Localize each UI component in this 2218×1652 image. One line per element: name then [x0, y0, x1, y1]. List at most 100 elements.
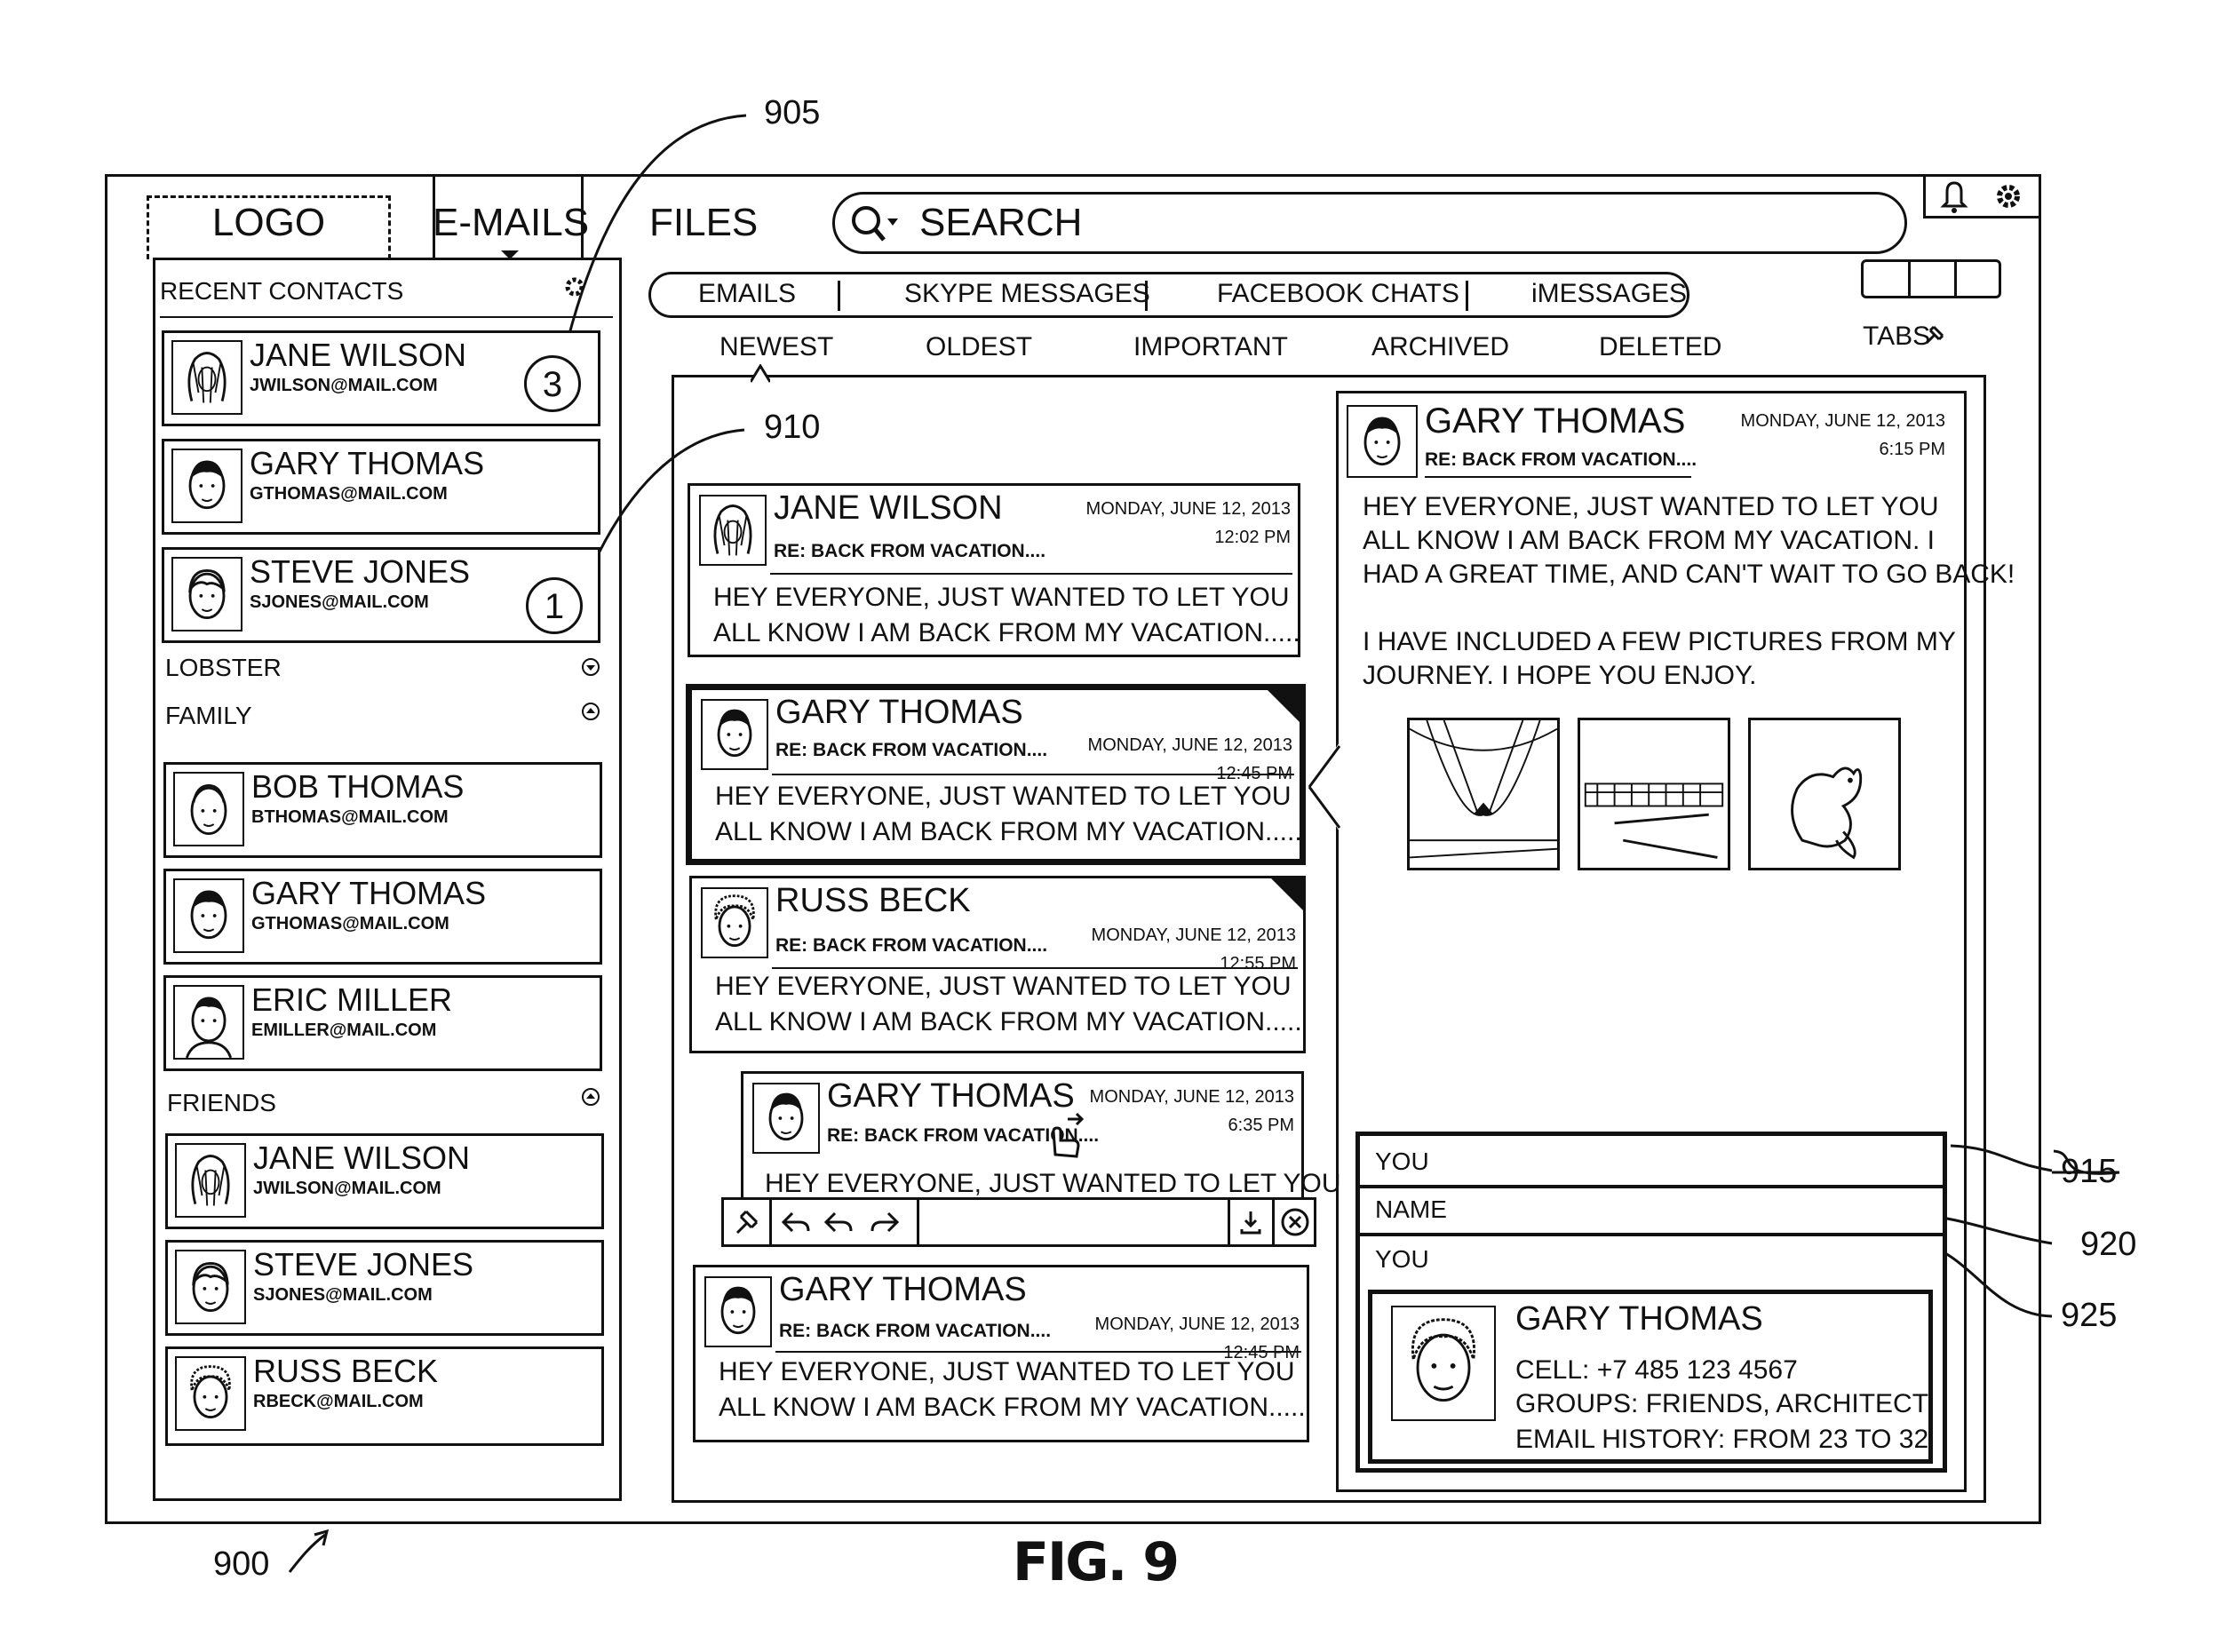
avatar [1391, 1306, 1496, 1421]
reply-all-icon[interactable] [823, 1206, 855, 1238]
search-input[interactable]: SEARCH [919, 201, 1082, 245]
sender-name: GARY THOMAS [775, 694, 1023, 732]
contact-card[interactable]: BOB THOMAS BTHOMAS@MAIL.COM [163, 762, 602, 858]
collapse-icon[interactable] [581, 1087, 600, 1107]
message-preview: HEY EVERYONE, JUST WANTED TO LET YOUALL … [713, 580, 1300, 651]
ref-900: 900 [213, 1545, 269, 1584]
contact-card[interactable]: GARY THOMAS GTHOMAS@MAIL.COM [163, 869, 602, 965]
group-lobster-label[interactable]: LOBSTER [165, 654, 282, 682]
sort-important[interactable]: IMPORTANT [1133, 332, 1288, 362]
avatar [699, 495, 767, 566]
tab-files[interactable]: FILES [649, 201, 758, 245]
group-friends-label[interactable]: FRIENDS [167, 1089, 276, 1117]
tabs-label[interactable]: TABS [1863, 322, 1930, 352]
message-subject: RE: BACK FROM VACATION.... [775, 935, 1047, 957]
message-item[interactable]: RUSS BECK RE: BACK FROM VACATION.... MON… [689, 876, 1306, 1053]
body-line: ALL KNOW I AM BACK FROM MY VACATION. I [1363, 524, 2015, 558]
field-name[interactable]: NAME [1375, 1195, 1447, 1224]
contact-name: BOB THOMAS [251, 768, 464, 806]
message-item-selected[interactable]: GARY THOMAS RE: BACK FROM VACATION.... M… [686, 684, 1306, 865]
contact-email: EMILLER@MAIL.COM [251, 1021, 436, 1041]
message-item[interactable]: GARY THOMAS RE: BACK FROM VACATION.... M… [693, 1265, 1309, 1442]
contact-name: STEVE JONES [253, 1246, 473, 1283]
divider [1145, 281, 1148, 311]
pin-icon[interactable] [1921, 322, 1948, 348]
view-layout-toggle[interactable] [1861, 259, 2001, 298]
field-to[interactable]: YOU [1375, 1245, 1429, 1274]
card-email-history: EMAIL HISTORY: FROM 23 TO 32 [1515, 1425, 1928, 1455]
attachment-train-picture[interactable] [1578, 718, 1730, 870]
contact-name: ERIC MILLER [251, 981, 452, 1019]
contact-card[interactable]: GARY THOMAS GTHOMAS@MAIL.COM [162, 439, 600, 535]
channel-skype[interactable]: SKYPE MESSAGES [904, 279, 1150, 309]
collapse-icon[interactable] [581, 702, 600, 721]
body-line: HEY EVERYONE, JUST WANTED TO LET YOU [1363, 490, 2015, 524]
forward-icon[interactable] [869, 1206, 901, 1238]
card-contact-name: GARY THOMAS [1515, 1300, 1763, 1338]
card-groups: GROUPS: FRIENDS, ARCHITECT [1515, 1389, 1928, 1419]
active-sort-indicator [751, 364, 770, 384]
download-icon[interactable] [1235, 1206, 1267, 1238]
expand-icon[interactable] [581, 657, 600, 677]
tab-emails-label[interactable]: E-MAILS [433, 201, 584, 245]
sort-newest[interactable]: NEWEST [719, 332, 833, 362]
close-icon[interactable] [1279, 1206, 1311, 1238]
message-item-hovered[interactable]: GARY THOMAS RE: BACK FROM VACATION.... M… [741, 1071, 1304, 1204]
contact-name: GARY THOMAS [250, 445, 484, 482]
avatar [175, 1250, 246, 1324]
attachment-squirrel-picture[interactable] [1748, 718, 1901, 870]
divider [1355, 1185, 1947, 1188]
selection-pointer [1300, 734, 1354, 840]
message-date: MONDAY, JUNE 12, 2013 [1090, 1083, 1294, 1111]
contact-card[interactable]: RUSS BECK RBECK@MAIL.COM [165, 1346, 604, 1446]
preview-line: HEY EVERYONE, JUST WANTED TO LET YOU [715, 969, 1302, 1005]
ref-915: 915 [2061, 1153, 2117, 1191]
channel-imessages[interactable]: iMESSAGES [1531, 279, 1687, 309]
avatar [173, 772, 244, 846]
avatar [701, 699, 768, 770]
search-icon[interactable] [848, 201, 902, 245]
attachment-road-picture[interactable] [1407, 718, 1560, 870]
channel-facebook[interactable]: FACEBOOK CHATS [1217, 279, 1459, 309]
divider [775, 1351, 1301, 1353]
message-item[interactable]: JANE WILSON RE: BACK FROM VACATION.... M… [688, 483, 1300, 657]
flag-corner [1266, 688, 1301, 724]
message-date: MONDAY, JUNE 12, 2013 [1092, 921, 1296, 949]
sort-oldest[interactable]: OLDEST [926, 332, 1032, 362]
body-line: JOURNEY. I HOPE YOU ENJOY. [1363, 659, 2015, 693]
channel-emails[interactable]: EMAILS [698, 279, 796, 309]
pane-date-text: MONDAY, JUNE 12, 2013 [1714, 407, 1945, 435]
avatar [173, 878, 244, 953]
sort-archived[interactable]: ARCHIVED [1371, 332, 1509, 362]
contact-card[interactable]: JANE WILSON JWILSON@MAIL.COM [165, 1133, 604, 1229]
message-date: MONDAY, JUNE 12, 2013 [1086, 495, 1291, 523]
divider [1954, 261, 1957, 297]
divider [1355, 1233, 1947, 1236]
field-from[interactable]: YOU [1375, 1148, 1429, 1176]
contact-card[interactable]: ERIC MILLER EMILLER@MAIL.COM [163, 975, 602, 1071]
body-line: HAD A GREAT TIME, AND CAN'T WAIT TO GO B… [1363, 558, 2015, 592]
reply-icon[interactable] [780, 1206, 812, 1238]
sort-deleted[interactable]: DELETED [1599, 332, 1721, 362]
avatar [1347, 405, 1418, 478]
gear-icon[interactable] [1990, 178, 2027, 215]
ref-905: 905 [764, 94, 820, 132]
pane-time-text: 6:15 PM [1714, 435, 1945, 464]
divider [160, 316, 613, 318]
preview-line: ALL KNOW I AM BACK FROM MY VACATION..... [715, 1005, 1302, 1040]
bell-icon[interactable] [1936, 178, 1972, 215]
gear-icon[interactable] [561, 274, 588, 300]
avatar [173, 985, 244, 1060]
avatar [704, 1276, 772, 1347]
divider [769, 1199, 772, 1245]
divider [838, 281, 840, 311]
flag-corner [1269, 877, 1305, 912]
pin-icon[interactable] [730, 1206, 762, 1238]
body-line: I HAVE INCLUDED A FEW PICTURES FROM MY [1363, 625, 2015, 659]
pane-body: HEY EVERYONE, JUST WANTED TO LET YOU ALL… [1363, 490, 2015, 693]
group-family-label[interactable]: FAMILY [165, 702, 252, 730]
contact-card[interactable]: STEVE JONES SJONES@MAIL.COM [165, 1240, 604, 1336]
preview-line: ALL KNOW I AM BACK FROM MY VACATION..... [719, 1390, 1306, 1426]
preview-line: HEY EVERYONE, JUST WANTED TO LET YOU [713, 580, 1300, 616]
contact-email: GTHOMAS@MAIL.COM [250, 484, 448, 504]
